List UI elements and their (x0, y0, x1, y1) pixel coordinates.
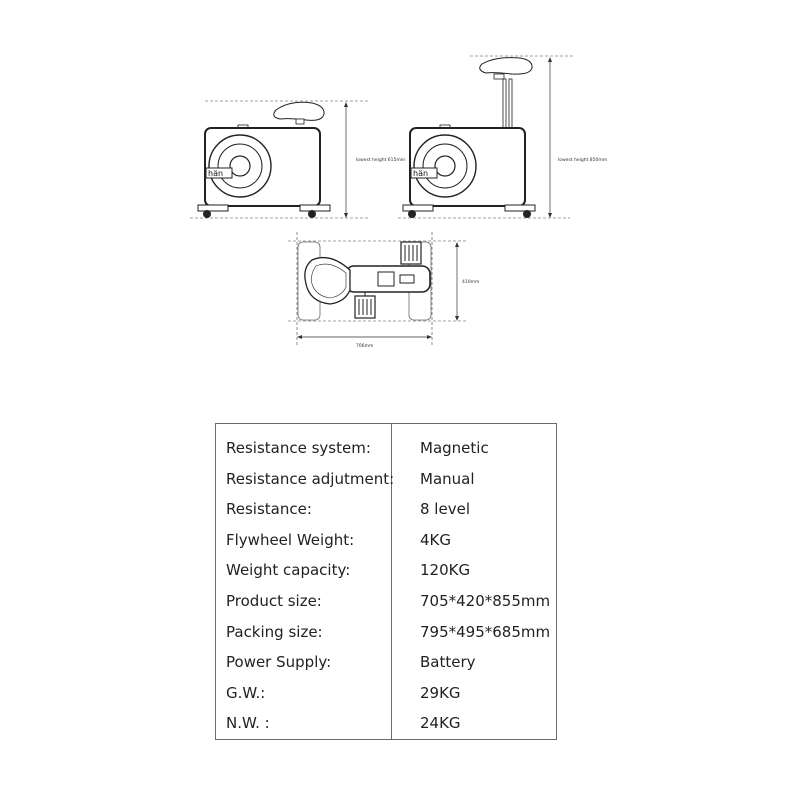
spec-value: 4KG (420, 530, 452, 549)
side-view-low: hän lowest height 615mm (190, 100, 405, 219)
spec-value: 8 level (420, 500, 470, 519)
low-height-label: lowest height 615mm (356, 157, 405, 163)
specification-table: Resistance system: Magnetic Resistance a… (215, 423, 557, 740)
spec-label: Resistance: (226, 500, 312, 519)
table-column-divider (391, 424, 392, 739)
table-row: Flywheel Weight: 4KG (216, 524, 556, 555)
top-view: 410mm 706mm (288, 232, 479, 349)
spec-value: 795*495*685mm (420, 622, 551, 641)
table-row: Product size: 705*420*855mm (216, 585, 556, 616)
spec-value: Manual (420, 469, 475, 488)
spec-value: 24KG (420, 714, 461, 733)
spec-value: Magnetic (420, 439, 489, 457)
spec-value: 120KG (420, 561, 471, 580)
top-width-label: 410mm (462, 279, 479, 285)
table-row: Resistance: 8 level (216, 493, 556, 524)
table-row: Weight capacity: 120KG (216, 554, 556, 585)
spec-value: 29KG (420, 683, 461, 702)
spec-label: Resistance system: (226, 439, 371, 457)
brand-text-low: hän (208, 169, 223, 178)
table-row: N.W. : 24KG (216, 707, 556, 738)
spec-label: G.W.: (226, 683, 266, 702)
top-length-label: 706mm (356, 343, 373, 349)
high-height-label: lowest height 850mm (558, 157, 607, 163)
spec-label: Product size: (226, 592, 322, 610)
table-row: Power Supply: Battery (216, 646, 556, 677)
spec-label: Packing size: (226, 622, 323, 641)
spec-label: Power Supply: (226, 653, 332, 672)
spec-value: Battery (420, 653, 476, 672)
spec-label: Resistance adjutment: (226, 469, 395, 488)
spec-label: N.W. : (226, 714, 270, 733)
table-row: Packing size: 795*495*685mm (216, 616, 556, 647)
spec-label: Flywheel Weight: (226, 530, 355, 549)
table-row: Resistance adjutment: Manual (216, 463, 556, 494)
brand-text-high: hän (413, 169, 428, 178)
spec-label: Weight capacity: (226, 561, 351, 580)
table-row: Resistance system: Magnetic (216, 432, 556, 463)
side-view-high: hän lowest height 850mm (398, 55, 607, 219)
product-dimension-diagram: hän lowest height 615mm hän (190, 55, 607, 349)
table-row: G.W.: 29KG (216, 677, 556, 708)
spec-value: 705*420*855mm (420, 592, 551, 610)
